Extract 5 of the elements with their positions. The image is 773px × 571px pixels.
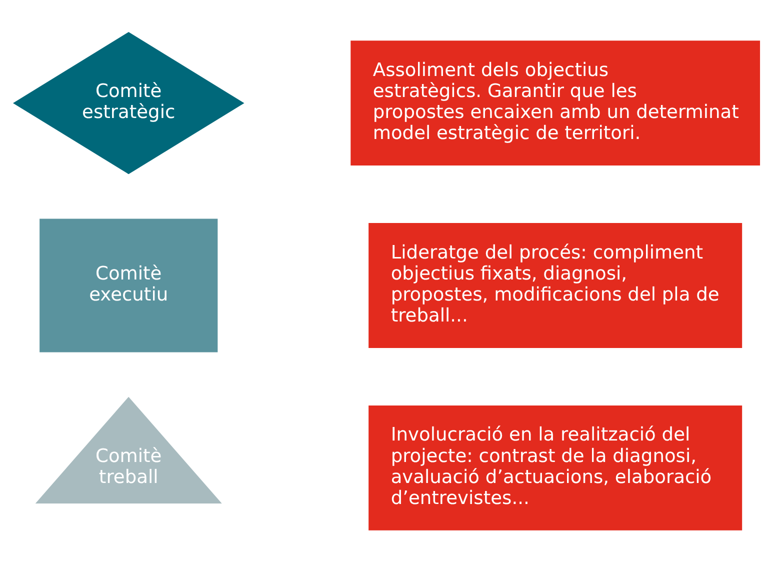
node-box: Comitè executiu — [40, 218, 218, 352]
node-diamond: Comitè estratègic — [12, 32, 244, 174]
node-box: Lideratge del procés: compliment objectius fixats, diagnosi, propostes, modificacions del pla de treball... — [368, 223, 742, 348]
node-box: Assoliment dels objectius estratègics. Garantir que les propostes encaixen amb un determinat model estratègic de territori. — [350, 40, 760, 166]
node-box: Involucració en la realització del projecte: contrast de la diagnosi, avaluació d’actuacions, elaboració d’entrevistes... — [368, 405, 742, 530]
